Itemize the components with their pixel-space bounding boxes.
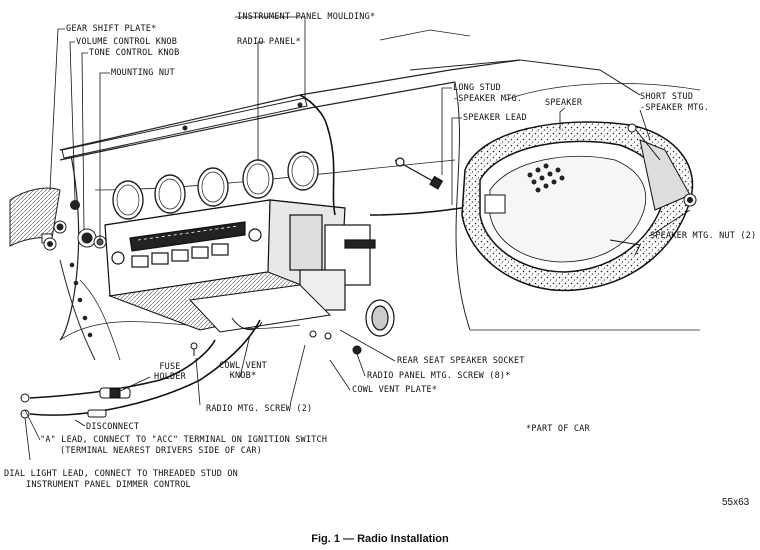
label-disconnect: DISCONNECT [86,422,140,432]
instrument-panel-moulding [61,97,308,159]
control-knobs [43,200,107,251]
speaker-grille [527,163,565,193]
label-mounting-nut: MOUNTING NUT [111,68,175,78]
label-cowl-vent-knob-line2: KNOB* [229,371,257,381]
label-tone-control-knob: TONE CONTROL KNOB [89,48,180,58]
mounting-bracket [188,284,332,333]
label-a-lead-line2: (TERMINAL NEAREST DRIVERS SIDE OF CAR) [60,446,263,456]
wiring [29,94,481,416]
label-long-stud: LONG STUD [453,83,501,93]
speaker-mounting-hardware [627,123,697,207]
speaker [461,121,694,292]
radio-unit [104,199,395,337]
label-instrument-panel-moulding: INSTRUMENT PANEL MOULDING* [237,12,376,22]
label-speaker-lead: SPEAKER LEAD [463,113,527,123]
label-cowl-vent-plate: COWL VENT PLATE* [352,385,438,395]
label-short-stud-line2: -SPEAKER MTG. [640,103,710,113]
instrument-panel [59,29,701,361]
screws [190,330,362,356]
label-part-of-car: *PART OF CAR [526,424,590,434]
label-fuse-holder-line2: HOLDER [154,372,186,382]
label-speaker: SPEAKER [545,98,583,108]
long-stud [394,157,444,190]
label-radio-panel: RADIO PANEL* [237,37,301,47]
label-dial-light-lead: DIAL LIGHT LEAD, CONNECT TO THREADED STU… [4,469,238,479]
label-cowl-vent-knob: COWL VENT [219,361,267,371]
label-radio-mtg-screw: RADIO MTG. SCREW (2) [206,404,313,414]
figure-caption: Fig. 1 — Radio Installation [311,533,449,545]
leader-lines [24,16,691,461]
label-speaker-mtg-nut: SPEAKER MTG. NUT (2) [650,231,757,241]
gear-shift-plate [9,187,61,247]
figure-number: 55x63 [722,497,750,508]
label-short-stud: SHORT STUD [640,92,694,102]
label-long-stud-line2: -SPEAKER MTG. [453,94,523,104]
label-volume-control-knob: VOLUME CONTROL KNOB [76,37,178,47]
label-rear-seat-speaker-socket: REAR SEAT SPEAKER SOCKET [397,356,525,366]
label-gear-shift-plate: GEAR SHIFT PLATE* [66,24,157,34]
radio-panel-holes [112,151,319,220]
label-a-lead: "A" LEAD, CONNECT TO "ACC" TERMINAL ON I… [40,435,328,445]
label-radio-panel-mtg-screw: RADIO PANEL MTG. SCREW (8)* [367,371,511,381]
fuse-holder [20,387,131,419]
label-fuse-holder: FUSE [159,362,181,372]
side-panel [59,259,96,361]
label-dial-light-lead-line2: INSTRUMENT PANEL DIMMER CONTROL [26,480,191,490]
